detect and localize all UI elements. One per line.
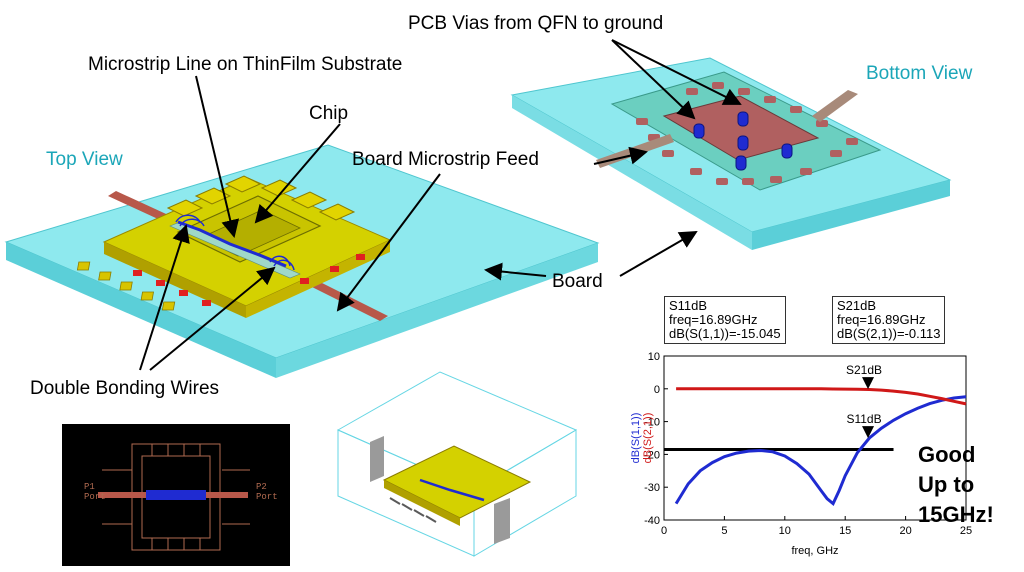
- callout-good: Good Up to 15GHz!: [918, 440, 994, 530]
- y-tick-label: -40: [644, 515, 660, 527]
- marker-triangle: [862, 426, 875, 439]
- plot-frame: [663, 355, 967, 521]
- label-chip: Chip: [309, 103, 349, 124]
- x-tick-label: 20: [899, 525, 911, 537]
- label-board-feed: Board Microstrip Feed: [352, 149, 539, 170]
- series-line-s21: [676, 387, 967, 406]
- label-board: Board: [552, 271, 603, 292]
- x-axis-label: freq, GHz: [791, 545, 838, 557]
- top-qfn-package: [76, 175, 392, 318]
- x-tick-label: 5: [721, 525, 727, 537]
- layout-port2-id: P2: [256, 482, 267, 492]
- marker-s21-name: S21dB: [837, 298, 877, 313]
- x-tick-label: 0: [661, 525, 667, 537]
- label-top-view: Top View: [46, 149, 123, 170]
- x-tick-label: 10: [779, 525, 791, 537]
- series-line-s11: [674, 395, 967, 506]
- label-bottom-view: Bottom View: [866, 63, 973, 84]
- y-tick-label: -10: [644, 417, 660, 429]
- label-pcb-vias: PCB Vias from QFN to ground: [408, 13, 664, 34]
- marker-box-s21: S21dB freq=16.89GHz dB(S(2,1))=-0.113: [832, 296, 946, 344]
- marker-s11-name: S11dB: [669, 298, 708, 313]
- callout-line3: 15GHz!: [918, 502, 994, 527]
- marker-label: S21dB: [846, 363, 882, 377]
- y-axis-label-s11: dB(S(1,1)): [630, 413, 642, 464]
- layout-port1: P1 Port: [84, 482, 106, 502]
- annotation-arrows: [139, 39, 742, 371]
- y-tick-label: 0: [654, 384, 660, 396]
- layout-port2-label: Port: [256, 492, 278, 502]
- y-axis-label-s21: dB(S(2,1)): [642, 413, 654, 464]
- y-tick-label: -20: [644, 449, 660, 461]
- marker-triangle: [862, 377, 875, 390]
- callout-line2: Up to: [918, 472, 975, 497]
- y-tick-label: -30: [644, 482, 660, 494]
- label-microstrip-line: Microstrip Line on ThinFilm Substrate: [88, 54, 403, 75]
- label-bonding-wires: Double Bonding Wires: [30, 378, 220, 399]
- marker-s11-freq: freq=16.89GHz: [669, 312, 758, 327]
- marker-box-s11: S11dB freq=16.89GHz dB(S(1,1))=-15.045: [664, 296, 786, 344]
- layout-port1-id: P1: [84, 482, 95, 492]
- marker-s11-value: dB(S(1,1))=-15.045: [669, 326, 781, 341]
- y-tick-label: 10: [648, 351, 660, 363]
- marker-s21-value: dB(S(2,1))=-0.113: [837, 326, 941, 341]
- marker-label: S11dB: [846, 412, 881, 426]
- marker-s21-freq: freq=16.89GHz: [837, 312, 926, 327]
- x-tick-label: 25: [960, 525, 972, 537]
- layout-port1-label: Port: [84, 492, 106, 502]
- callout-line1: Good: [918, 442, 976, 467]
- x-tick-label: 15: [839, 525, 851, 537]
- layout-port2: P2 Port: [256, 482, 278, 502]
